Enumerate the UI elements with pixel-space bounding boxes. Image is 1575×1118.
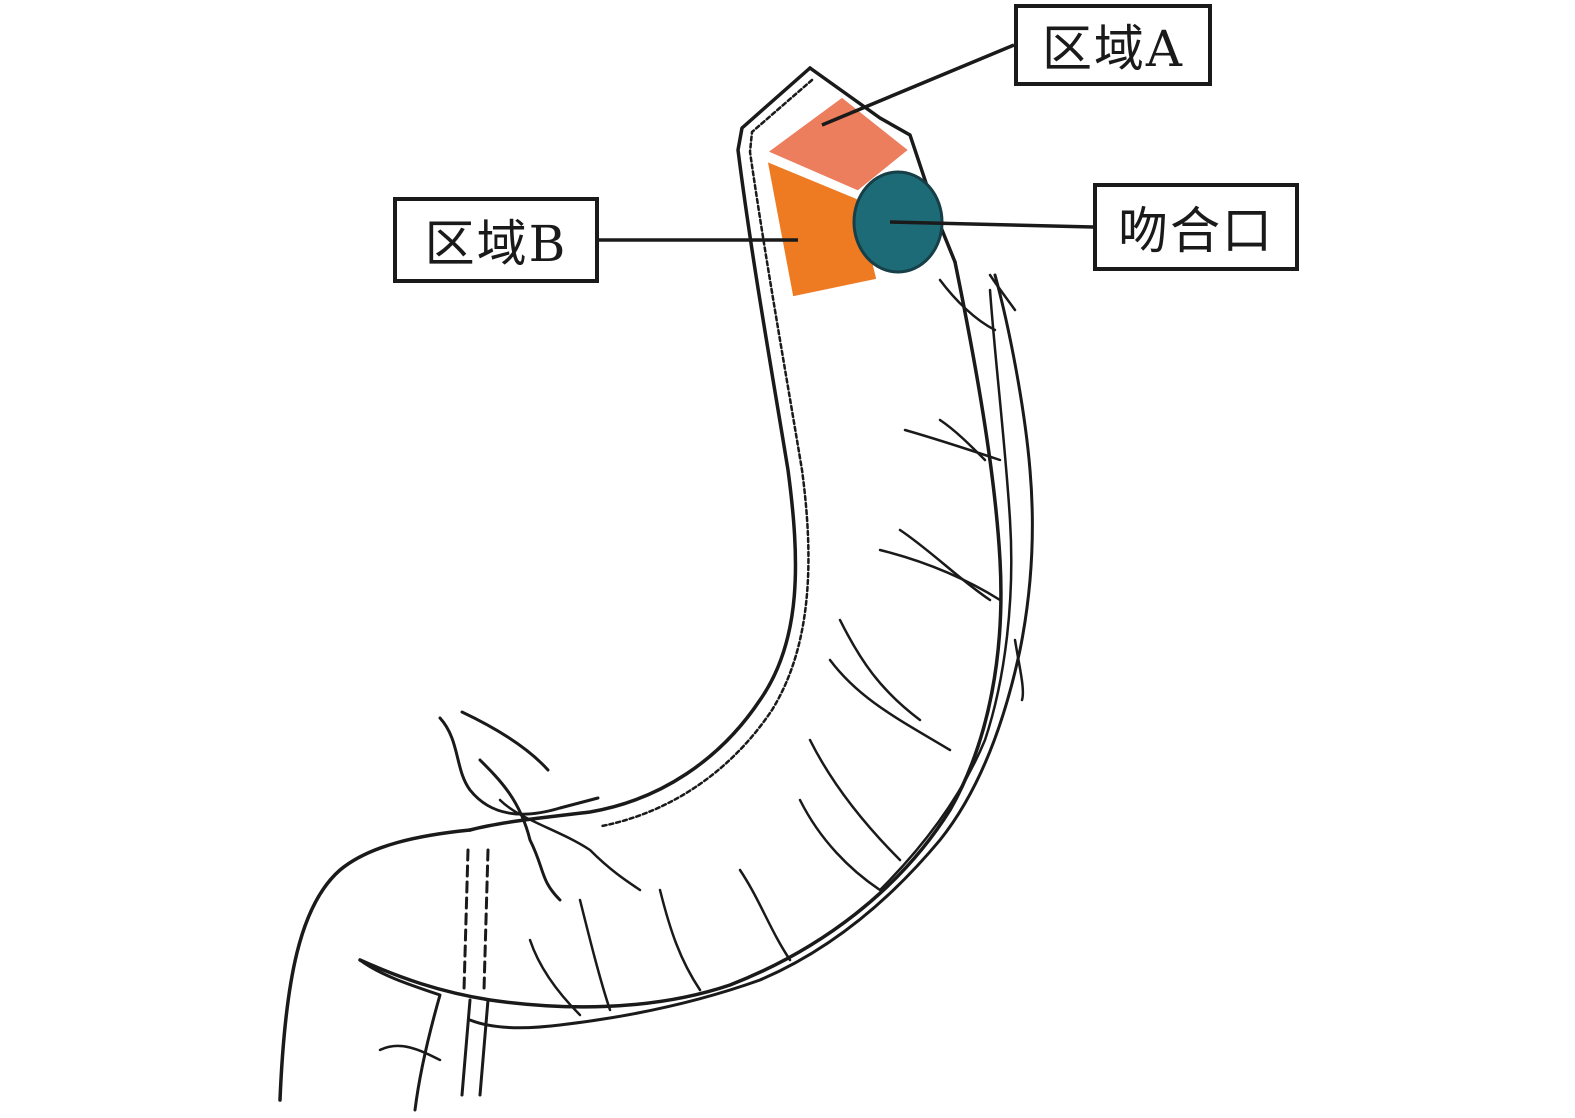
branch-vessel — [738, 868, 792, 962]
branch-vessel — [528, 938, 582, 1017]
branch-vessel — [798, 798, 882, 892]
branch-vessel — [1013, 638, 1025, 702]
vessel-stub-upper-4 — [498, 798, 642, 892]
branch-vessel — [878, 548, 1002, 602]
vessel-descending-2 — [478, 998, 490, 1097]
branch-vessel — [578, 898, 612, 1012]
branch-vessel — [838, 618, 922, 722]
vessel-descending — [460, 998, 472, 1097]
branch-vessel — [938, 418, 987, 462]
branch-vessel — [903, 428, 1002, 462]
stomach-top-edge — [808, 66, 957, 264]
label-anastomosis: 吻合口 — [1093, 183, 1299, 271]
pylorus-dashed-2 — [482, 848, 490, 992]
vessel-stub-upper-2 — [460, 710, 550, 772]
stomach-inner-wall — [600, 78, 814, 828]
gastroepiploic-arcade-2 — [878, 288, 1013, 892]
lower-left-branch — [378, 1044, 442, 1062]
region-b-shape — [764, 157, 880, 300]
leader-line-anastomosis — [889, 220, 1094, 229]
branch-vessel — [828, 658, 952, 752]
region-a-shape — [763, 94, 913, 194]
branch-vessel — [808, 738, 902, 862]
gastroepiploic-arcade — [468, 273, 1034, 1030]
branch-vessel — [988, 273, 1017, 312]
duodenum-outline — [278, 828, 472, 1102]
stomach-lesser-curvature — [468, 66, 812, 832]
branch-vessel — [658, 888, 702, 992]
branch-vessel — [938, 278, 997, 332]
label-region-a: 区域A — [1014, 4, 1212, 86]
vessel-stub-upper — [438, 716, 600, 816]
duodenum-inner — [358, 958, 442, 1112]
branch-vessel — [898, 528, 992, 602]
pylorus-dashed-1 — [462, 848, 470, 992]
leader-line-region-a — [821, 43, 1015, 127]
vessel-stub-upper-3 — [478, 758, 562, 902]
label-region-b: 区域B — [393, 197, 599, 283]
stomach-greater-curvature — [358, 260, 1003, 1009]
